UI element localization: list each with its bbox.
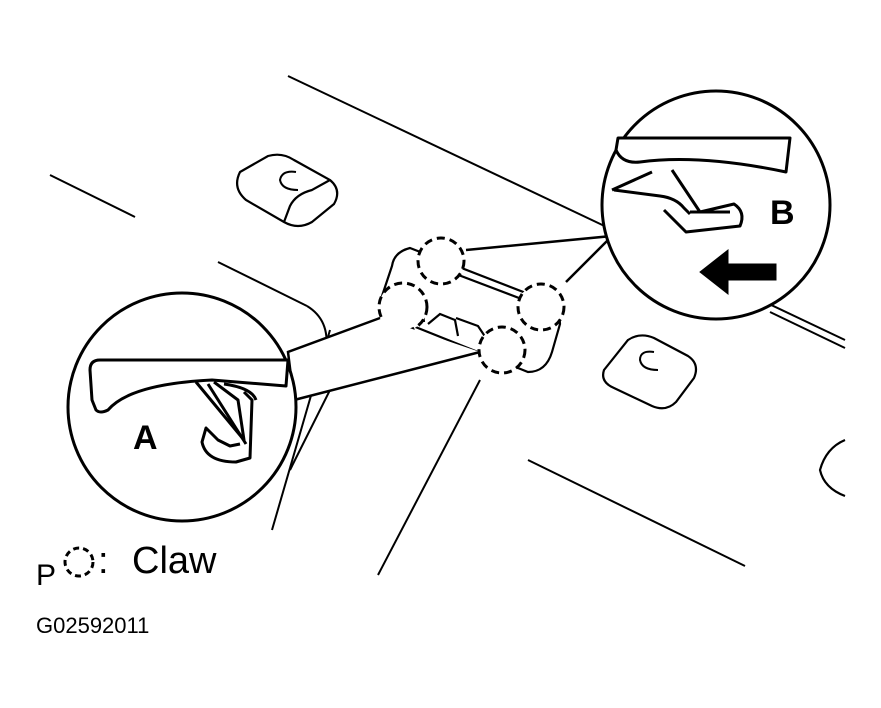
legend-colon: :	[98, 540, 109, 582]
claw-marker-right	[516, 282, 566, 332]
claw-marker-left	[377, 281, 429, 333]
mount-boss-lower	[602, 334, 698, 410]
callout-wedge-b	[465, 234, 616, 283]
claw-marker-bottom	[477, 325, 527, 375]
legend: P : Claw	[36, 540, 217, 592]
claw-marker-top	[416, 236, 466, 286]
detail-view-b	[600, 89, 832, 321]
callout-label-b: B	[770, 194, 795, 232]
arrow-left-icon	[699, 248, 777, 296]
detail-view-a	[66, 291, 298, 523]
dashed-circle-icon	[63, 546, 95, 578]
callout-label-a: A	[133, 419, 158, 457]
mount-boss-edge	[818, 438, 846, 498]
claw-markers	[377, 236, 566, 375]
legend-prefix: P	[36, 559, 56, 592]
mount-boss-upper	[235, 153, 339, 228]
legend-text: Claw	[132, 540, 217, 582]
figure-code: G02592011	[36, 613, 149, 638]
detail-circle-a	[66, 291, 298, 523]
